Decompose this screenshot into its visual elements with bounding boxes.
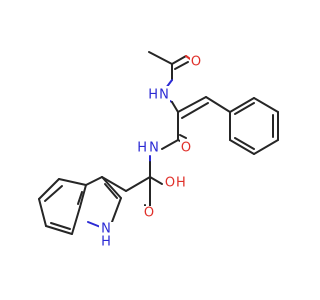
- atom-amide-nh1-hydrogen: H: [148, 88, 158, 103]
- bond-ind-c3-c2: [101, 176, 122, 199]
- bond-ph-3: [253, 139, 279, 155]
- bond-vinyl-cc-2: [181, 102, 209, 119]
- atom-amide2-oxygen: O: [181, 141, 191, 156]
- bond-ind-bz-5: [71, 206, 81, 235]
- atom-amide-nh2-nitrogen: N: [149, 141, 159, 156]
- bond-ind-bz-4: [45, 225, 73, 235]
- atom-acetyl-oxygen: O: [191, 55, 201, 70]
- atom-indole-hydrogen: H: [101, 235, 111, 250]
- bond-amide2-c-n: [161, 139, 179, 150]
- bond-ph-5: [253, 97, 279, 113]
- molecule-structure: O H N H N O O H O N H: [38, 51, 279, 250]
- bond-vinyl-phenyl: [205, 96, 231, 113]
- bond-ind-bz-2: [38, 178, 60, 200]
- bond-methyl-carbonyl: [148, 51, 173, 65]
- bond-ph-inner-3: [234, 102, 255, 115]
- bond-cooh-c-oh: [149, 176, 163, 185]
- atom-indole-nitrogen: N: [101, 222, 111, 237]
- bond-ind-bz-inner-1: [44, 185, 63, 202]
- bond-acetyl-c-o-2: [174, 61, 189, 70]
- bond-calpha-ch2: [125, 176, 151, 192]
- atom-acid-hydroxyl-hydrogen: H: [176, 176, 186, 191]
- atom-acid-carbonyl-oxygen: O: [144, 206, 154, 221]
- bond-ph-inner-1: [234, 137, 255, 150]
- bond-nh1-vinyl-b: [171, 101, 179, 113]
- bond-ind-c3-c2-inner: [104, 183, 118, 199]
- bond-ch2-c3: [101, 176, 127, 192]
- bond-acetyl-c-o-1: [171, 55, 187, 65]
- bond-ind-bz-inner-3: [77, 191, 83, 205]
- bond-ind-c2-n: [111, 197, 122, 223]
- atom-amide-nh2-hydrogen: H: [137, 141, 147, 156]
- bond-ind-c3a-c3: [85, 176, 103, 186]
- atom-acid-hydroxyl-oxygen: O: [165, 176, 175, 191]
- bond-ind-bz-1: [58, 178, 87, 186]
- bond-ph-2: [229, 139, 255, 155]
- bond-ind-bz-inner-2: [50, 222, 71, 230]
- bond-amide2-co-2: [179, 134, 187, 139]
- structure-canvas: O H N H N O O H O N H: [38, 51, 279, 250]
- bond-ph-6: [229, 97, 255, 113]
- bond-ind-c7a-c3a: [79, 184, 87, 208]
- atom-amide-nh1-nitrogen: N: [159, 88, 169, 103]
- bond-ind-bz-3: [38, 198, 47, 227]
- bond-vinyl-cc-1: [177, 96, 207, 113]
